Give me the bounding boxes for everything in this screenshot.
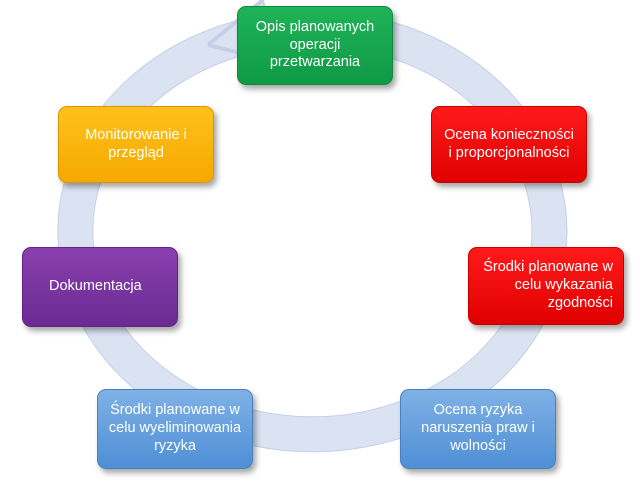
node-necessity-assessment: Ocena konieczności i proporcjonalności (431, 106, 587, 183)
ring-arrow (58, 28, 567, 452)
node-risk-mitigation-measures: Środki planowane w celu wyeliminowania r… (97, 389, 253, 469)
node-processing-description: Opis planowanych operacji przetwarzania (237, 6, 393, 85)
node-risk-assessment-label: Ocena ryzyka naruszenia praw i wolności (421, 402, 535, 454)
node-compliance-measures-label: Środki planowane w celu wykazania zgodno… (483, 259, 613, 311)
node-monitoring-review-label: Monitorowanie i przegląd (85, 126, 187, 161)
node-risk-assessment: Ocena ryzyka naruszenia praw i wolności (400, 389, 556, 469)
node-risk-mitigation-measures-label: Środki planowane w celu wyeliminowania r… (108, 402, 242, 454)
node-monitoring-review: Monitorowanie i przegląd (58, 106, 214, 183)
node-processing-description-label: Opis planowanych operacji przetwarzania (255, 18, 375, 71)
node-documentation-label: Dokumentacja (49, 278, 142, 295)
node-compliance-measures: Środki planowane w celu wykazania zgodno… (468, 247, 624, 325)
node-documentation: Dokumentacja (22, 247, 178, 327)
node-necessity-assessment-label: Ocena konieczności i proporcjonalności (444, 126, 574, 161)
